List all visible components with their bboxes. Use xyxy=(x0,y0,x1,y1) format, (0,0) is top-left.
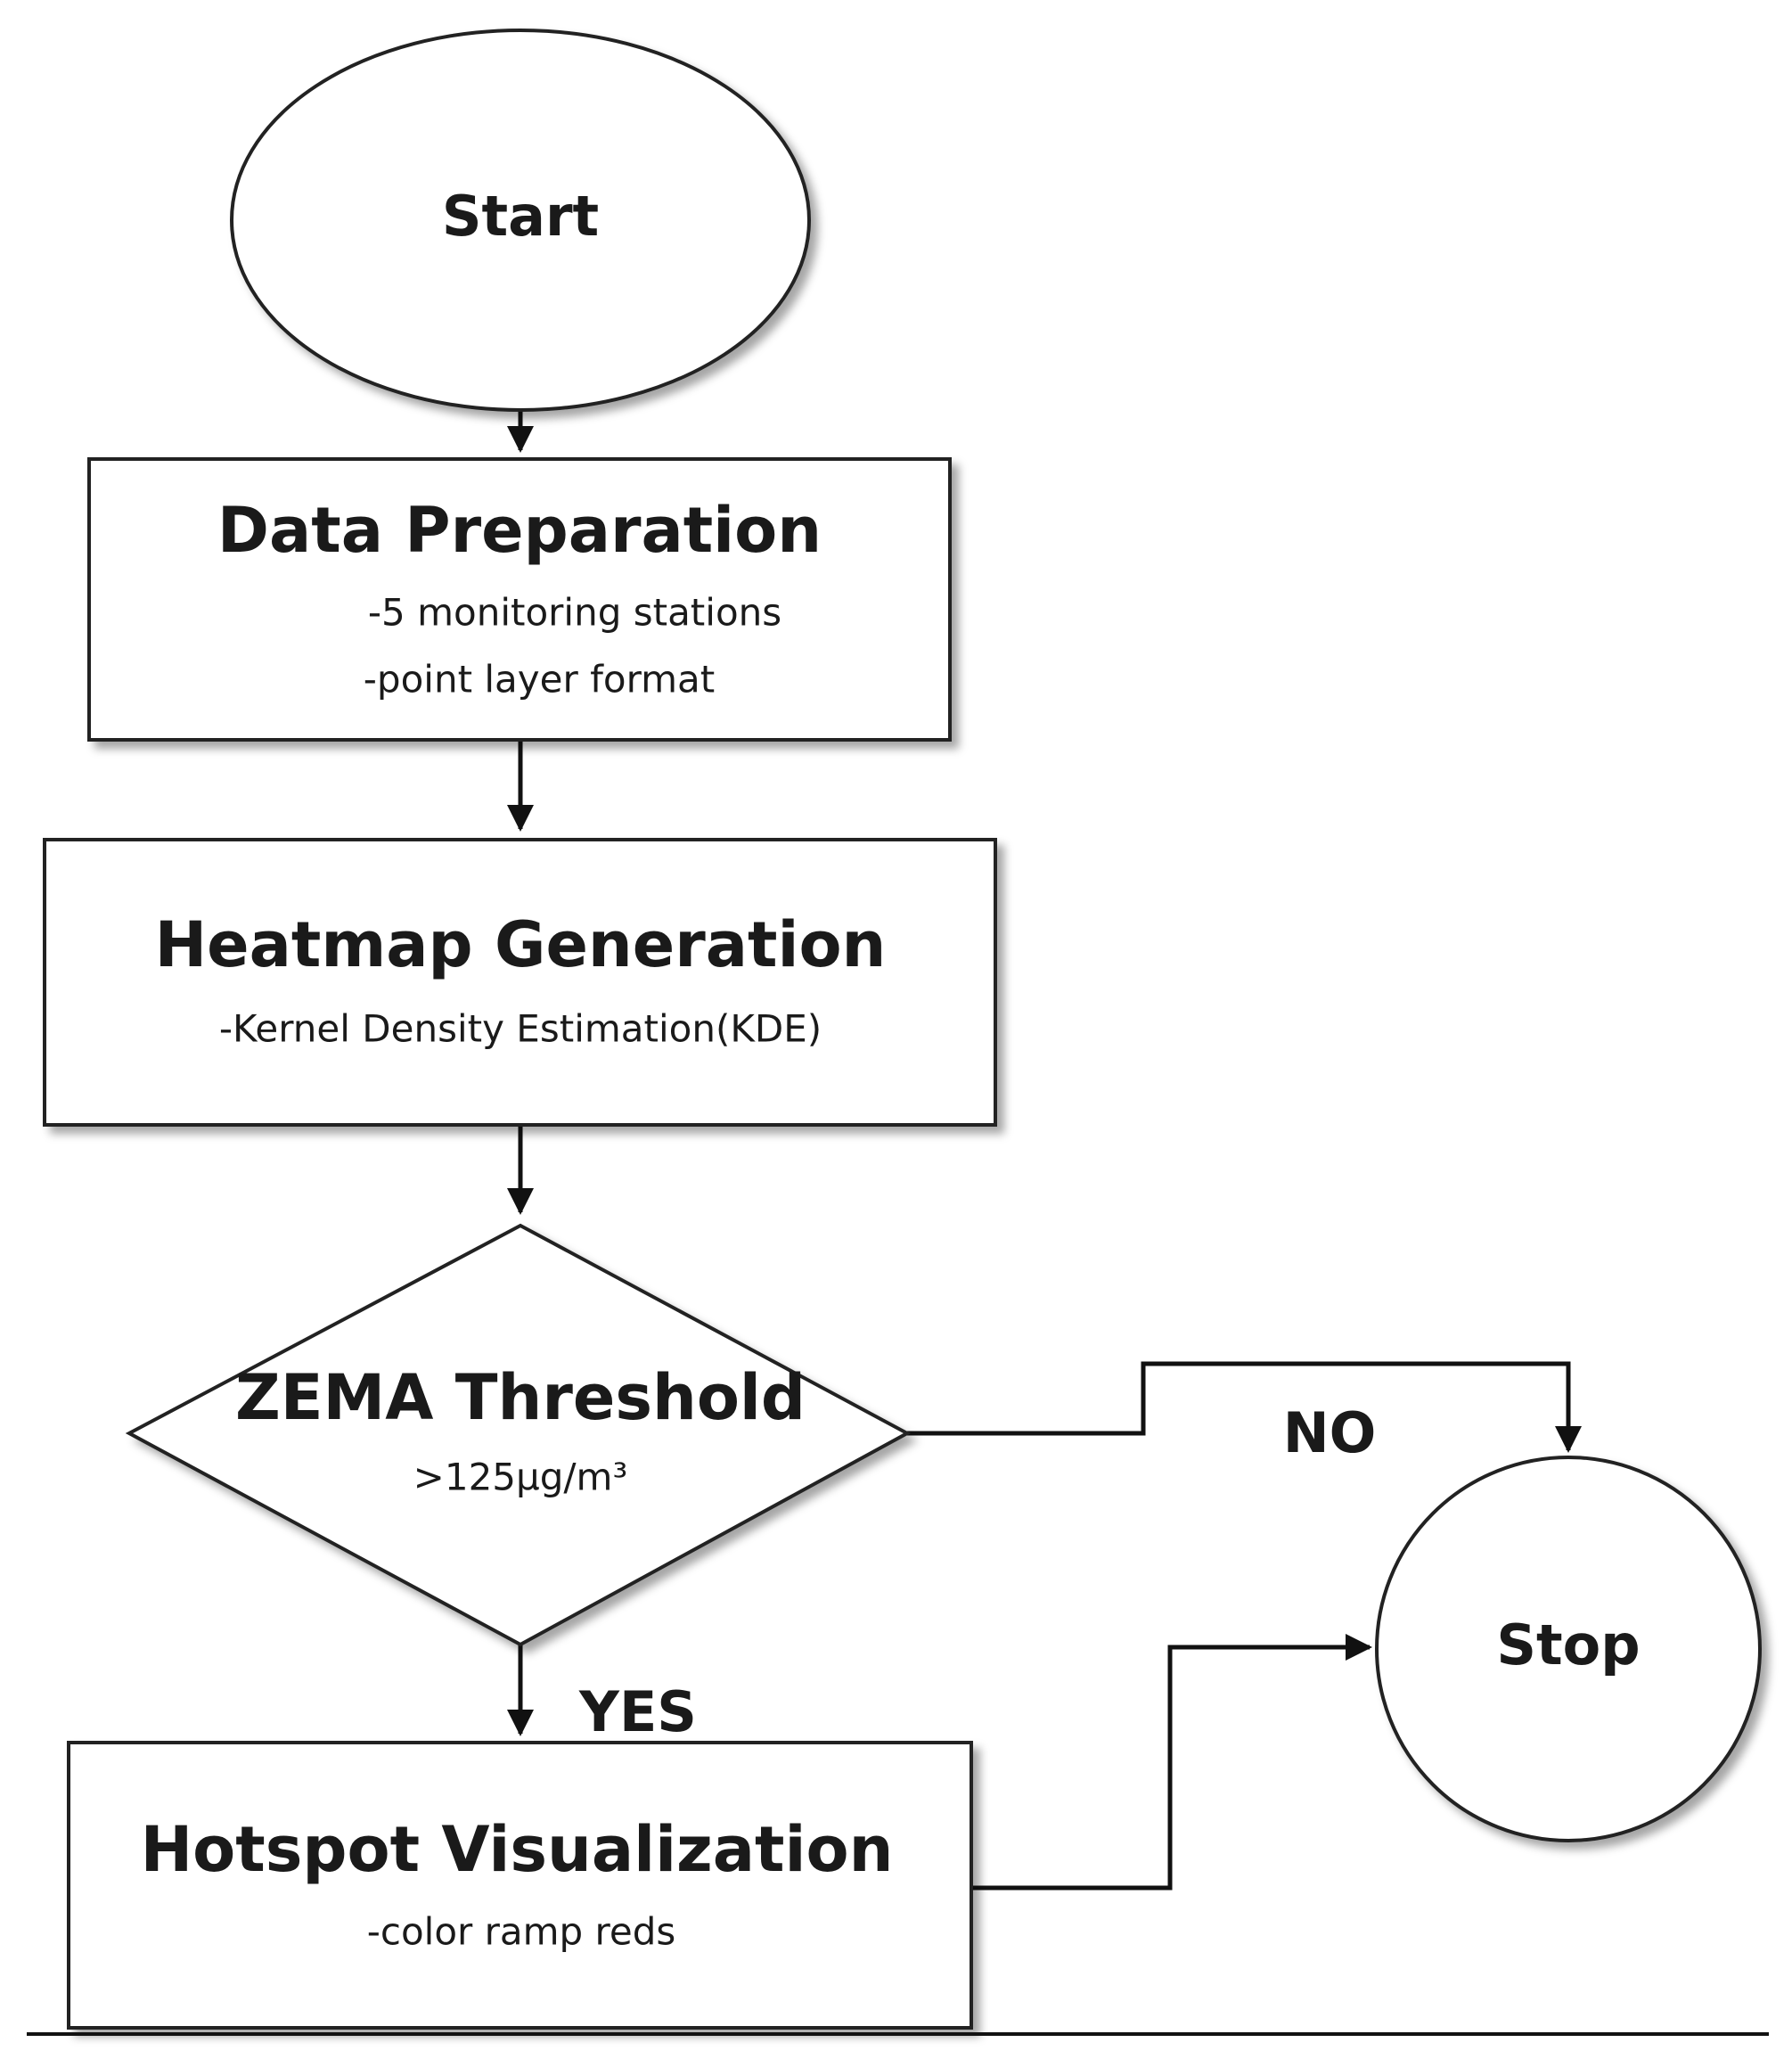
zema-threshold-title: ZEMA Threshold xyxy=(235,1361,806,1434)
no-edge-label: NO xyxy=(1283,1400,1377,1465)
data-preparation-node: Data Preparation -5 monitoring stations … xyxy=(87,457,952,742)
start-label: Start xyxy=(442,184,599,249)
arrow-threshold-no-to-stop xyxy=(907,1361,1582,1453)
yes-edge-label: YES xyxy=(578,1679,697,1744)
hotspot-visualization-node: Hotspot Visualization -color ramp reds xyxy=(67,1741,973,2030)
hotspot-visualization-line-1: -color ramp reds xyxy=(367,1910,676,1954)
hotspot-visualization-title: Hotspot Visualization xyxy=(141,1813,894,1886)
zema-threshold-decision: ZEMA Threshold >125µg/m³ xyxy=(125,1223,912,1647)
heatmap-generation-title: Heatmap Generation xyxy=(155,908,887,981)
heatmap-generation-line-1: -Kernel Density Estimation(KDE) xyxy=(219,1007,822,1051)
stop-node: Stop xyxy=(1375,1456,1762,1842)
connectors xyxy=(507,410,1582,1891)
data-preparation-line-1: -5 monitoring stations xyxy=(368,591,781,635)
heatmap-generation-node: Heatmap Generation -Kernel Density Estim… xyxy=(43,838,997,1127)
zema-threshold-condition: >125µg/m³ xyxy=(413,1456,628,1499)
arrow-hotspot-to-stop xyxy=(971,1634,1372,1891)
stop-label: Stop xyxy=(1496,1612,1640,1678)
data-preparation-title: Data Preparation xyxy=(217,494,822,567)
start-node: Start xyxy=(230,29,811,412)
data-preparation-line-2: -point layer format xyxy=(364,658,715,701)
